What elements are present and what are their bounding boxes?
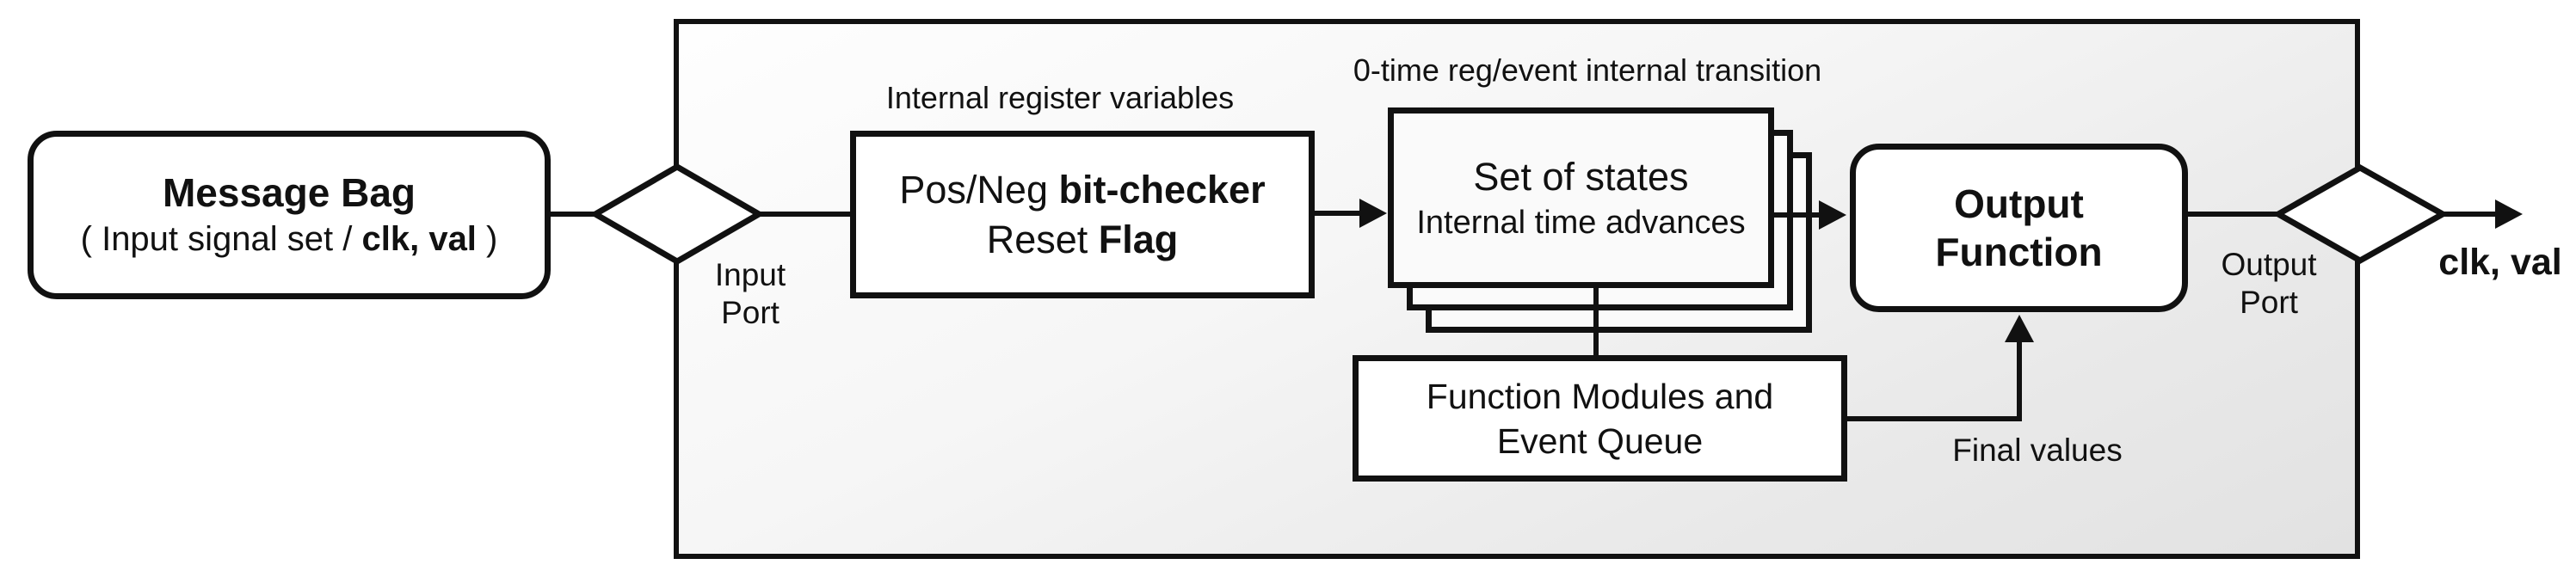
input-port-label-line2: Port: [721, 295, 780, 330]
output-function-node: Output Function: [1850, 144, 2188, 312]
states-stack-node: Set of states Internal time advances: [1388, 107, 1774, 288]
message-bag-title: Message Bag: [162, 170, 416, 215]
message-bag-subtitle: ( Input signal set / clk, val ): [81, 217, 498, 261]
bit-checker-line1-normal: Pos/Neg: [899, 167, 1059, 212]
output-port-label-line2: Port: [2240, 285, 2298, 320]
output-function-line1: Output: [1954, 181, 2084, 226]
bit-checker-line1: Pos/Neg bit-checker: [899, 165, 1265, 215]
bit-checker-line1-bold: bit-checker: [1058, 167, 1266, 212]
function-modules-node: Function Modules and Event Queue: [1353, 355, 1847, 482]
output-port-label: Output Port: [2221, 246, 2316, 322]
bit-checker-line2: Reset Flag: [987, 215, 1179, 265]
bit-checker-node: Pos/Neg bit-checker Reset Flag: [850, 131, 1315, 298]
output-function-line2: Function: [1935, 230, 2103, 274]
register-variables-caption: Internal register variables: [885, 80, 1235, 115]
arrowhead-output: [2495, 199, 2523, 229]
function-modules-line2: Event Queue: [1496, 420, 1704, 461]
set-of-states-subtitle: Internal time advances: [1416, 205, 1746, 241]
output-signal-label: clk, val: [2438, 242, 2562, 283]
input-port-label-line1: Input: [714, 257, 786, 292]
message-bag-subtitle-prefix: ( Input signal set /: [80, 220, 362, 258]
bit-checker-line2-normal: Reset: [986, 217, 1099, 261]
bit-checker-line2-bold: Flag: [1098, 217, 1179, 261]
message-bag-node: Message Bag ( Input signal set / clk, va…: [28, 131, 551, 299]
message-bag-subtitle-signals: clk, val: [361, 220, 477, 258]
final-values-label: Final values: [1952, 433, 2123, 468]
set-of-states-title: Set of states: [1473, 155, 1689, 199]
internal-transition-caption: 0-time reg/event internal transition: [1353, 52, 1822, 88]
output-port-label-line1: Output: [2221, 247, 2317, 282]
message-bag-subtitle-suffix: ): [476, 220, 498, 258]
input-port-label: Input Port: [715, 256, 786, 332]
function-modules-line1: Function Modules and: [1426, 376, 1774, 416]
